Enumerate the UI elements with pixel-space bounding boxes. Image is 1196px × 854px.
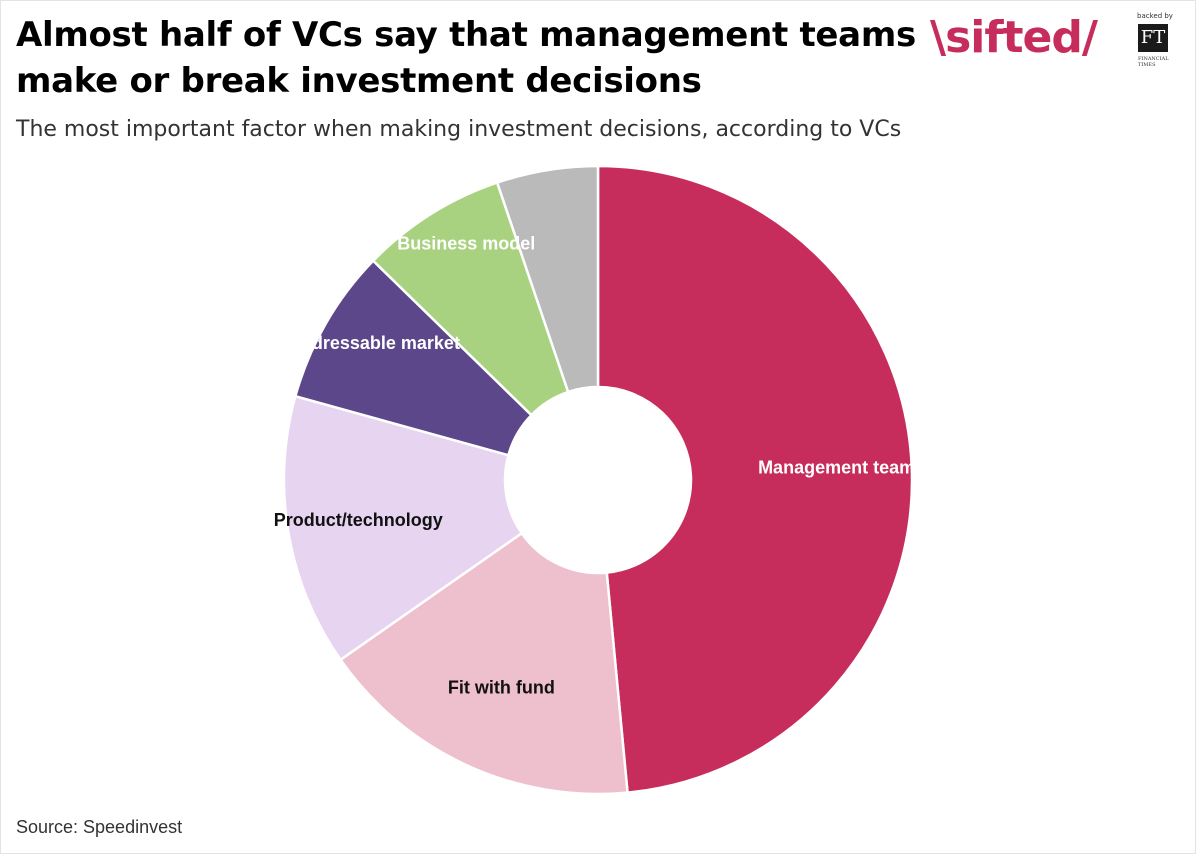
slice-total-addressable-market[interactable] <box>293 259 534 457</box>
slice-other[interactable] <box>495 164 600 394</box>
slice-business-model[interactable] <box>371 181 570 417</box>
chart-title: Almost half of VCs say that management t… <box>16 15 916 101</box>
slice-label: Fit with fund <box>448 677 555 697</box>
slice-label: Management team <box>758 457 915 477</box>
slice-management-team[interactable] <box>596 164 914 794</box>
sifted-wordmark: \sifted/ <box>930 12 1098 63</box>
source-note: Source: Speedinvest <box>16 817 183 837</box>
slice-label: Business model <box>397 233 535 253</box>
slice-product-technology[interactable] <box>282 394 524 662</box>
ft-name: FINANCIAL TIMES <box>1138 56 1169 68</box>
ft-logo-icon: FT <box>1138 24 1168 52</box>
backed-by-label: backed by <box>1137 12 1173 20</box>
slice-label: Total addressable market <box>244 333 460 353</box>
chart-subtitle: The most important factor when making in… <box>16 117 902 142</box>
slice-group <box>282 164 914 796</box>
slice-fit-with-fund[interactable] <box>338 531 629 796</box>
sifted-logo[interactable]: \sifted/ backed by FT FINANCIAL TIMES <box>930 8 1180 76</box>
slice-label: Product/technology <box>274 510 443 530</box>
